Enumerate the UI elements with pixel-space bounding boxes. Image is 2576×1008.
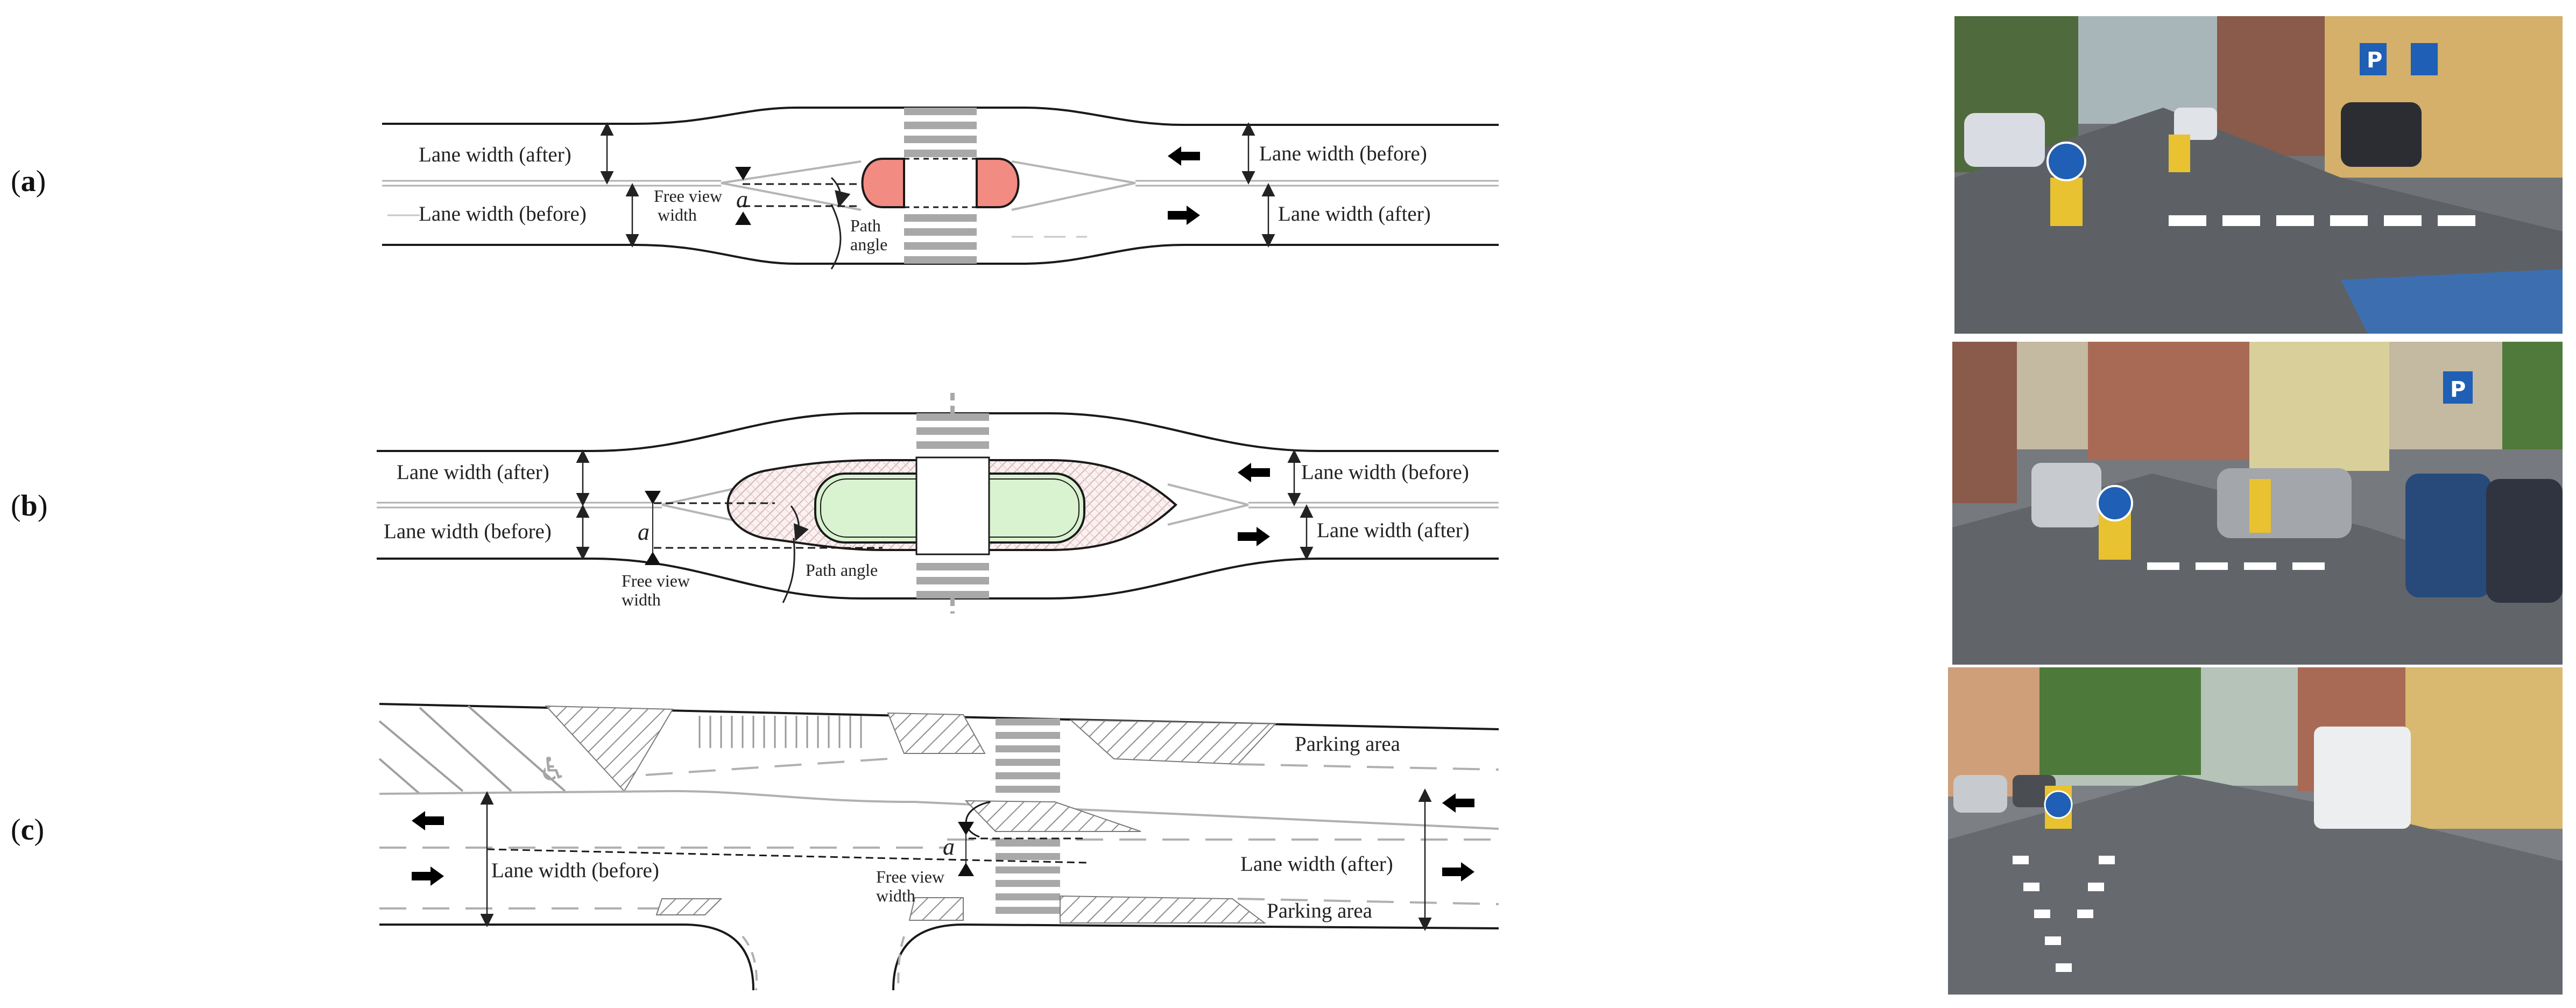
- label-path-angle-b: Path angle: [806, 560, 878, 580]
- arrow-right-icon-c-right: [1442, 862, 1474, 882]
- arrow-left-icon-c-right: [1442, 793, 1474, 813]
- arrow-right-icon-b: [1238, 527, 1270, 546]
- arrow-right-icon-c-left: [412, 866, 444, 886]
- refuge-island-right-a: [976, 158, 1020, 208]
- label-parking-area-top-c: Parking area: [1295, 732, 1400, 756]
- svg-text:P: P: [2367, 48, 2382, 73]
- diagram-b: Lane width (after) Lane width (before) L…: [377, 393, 1499, 614]
- label-lane-width-before-right-a: Lane width (before): [1259, 142, 1427, 165]
- photo-c: [1948, 667, 2563, 995]
- arrow-right-icon-a: [1168, 206, 1200, 225]
- label-lane-width-before-left-b: Lane width (before): [384, 520, 552, 543]
- zebra-crossing-a: [904, 108, 977, 264]
- label-lane-width-after-left-b: Lane width (after): [397, 461, 549, 484]
- label-lane-width-after-left-a: Lane width (after): [419, 143, 571, 166]
- refuge-island-left-a: [861, 158, 905, 208]
- label-lane-width-before-right-b: Lane width (before): [1301, 461, 1469, 484]
- symbol-a-c: a: [943, 834, 955, 860]
- label-free-view-c: Free view: [876, 867, 944, 886]
- svg-text:(b): (b): [11, 489, 47, 523]
- label-free-view-b: Free view: [622, 571, 690, 590]
- arrow-left-icon-c-left: [412, 811, 444, 830]
- photo-b: P: [1952, 342, 2563, 665]
- svg-text:(c): (c): [11, 813, 44, 847]
- bike-stands: [698, 716, 862, 748]
- svg-text:P: P: [2450, 377, 2466, 402]
- label-lane-width-after-right-a: Lane width (after): [1278, 202, 1431, 225]
- photo-a: P: [1954, 16, 2563, 334]
- zebra-crossing-b: [916, 413, 989, 598]
- diagram-c: ♿: [378, 703, 1499, 991]
- panel-label-a: (a): [11, 165, 46, 198]
- diagram-a: Lane width (after) Lane width (before) L…: [382, 107, 1499, 270]
- label-free-view-width-b: width: [622, 590, 661, 609]
- svg-text:(a): (a): [11, 165, 46, 198]
- label-free-view-width-c: width: [876, 886, 915, 905]
- arrow-left-icon-b: [1238, 463, 1270, 482]
- label-lane-width-before-left-a: Lane width (before): [419, 202, 587, 225]
- label-free-view-a: Free view: [654, 186, 722, 206]
- label-path-a: Path: [850, 216, 881, 235]
- label-lane-width-before-c: Lane width (before): [491, 859, 659, 882]
- wheelchair-icon: ♿: [538, 751, 567, 788]
- panel-label-b: (b): [11, 489, 47, 523]
- symbol-a-a: a: [736, 186, 748, 213]
- label-angle-a: angle: [850, 235, 887, 254]
- label-lane-width-after-right-b: Lane width (after): [1317, 519, 1470, 542]
- zebra-crossing-c: [996, 718, 1060, 914]
- label-free-view-width-a: width: [658, 205, 697, 224]
- label-parking-area-bottom-c: Parking area: [1267, 899, 1372, 922]
- panel-label-c: (c): [11, 813, 44, 847]
- symbol-a-b: a: [638, 519, 650, 545]
- arrow-left-icon-a: [1168, 146, 1200, 166]
- label-lane-width-after-c: Lane width (after): [1240, 852, 1393, 876]
